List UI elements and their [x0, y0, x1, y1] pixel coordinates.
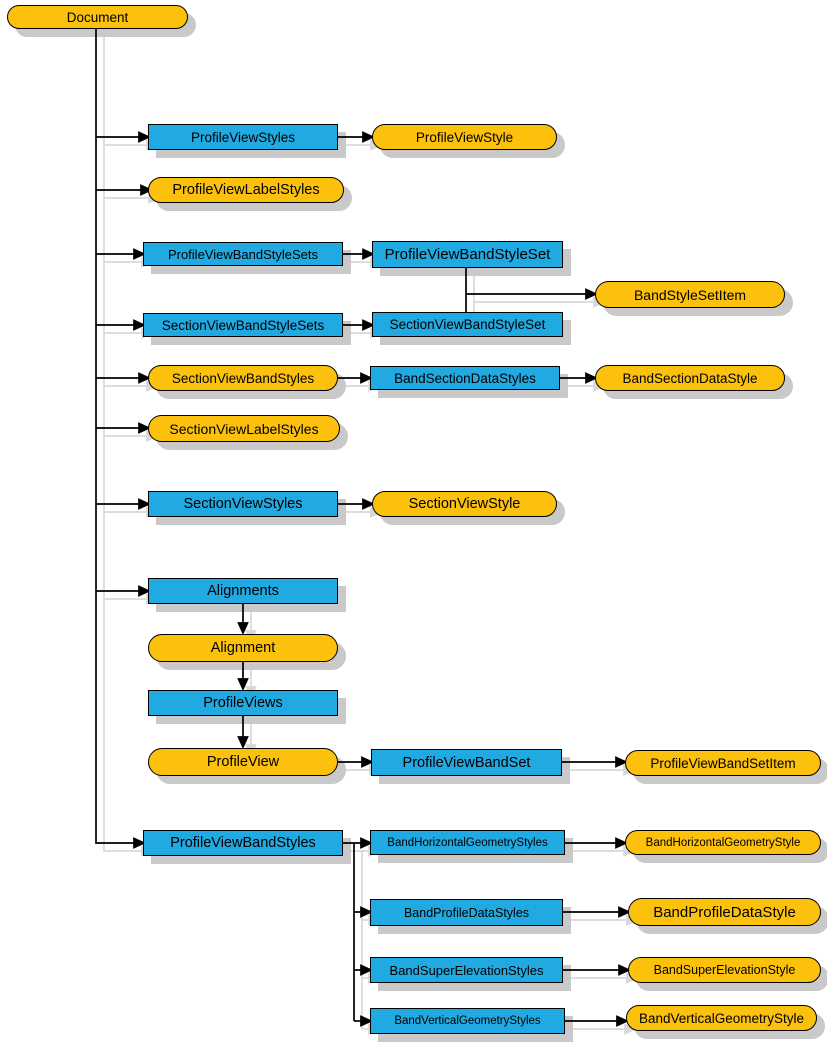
node-band-horizontal-geometry-styles: BandHorizontalGeometryStyles — [370, 830, 565, 855]
node-profile-view-styles: ProfileViewStyles — [148, 124, 338, 150]
node-band-style-set-item: BandStyleSetItem — [595, 281, 785, 308]
node-band-vertical-geometry-style: BandVerticalGeometryStyle — [626, 1005, 817, 1031]
node-document: Document — [7, 5, 188, 29]
node-band-horizontal-geometry-style: BandHorizontalGeometryStyle — [625, 830, 821, 855]
node-section-view-style: SectionViewStyle — [372, 491, 557, 517]
node-alignment: Alignment — [148, 634, 338, 662]
node-section-view-styles: SectionViewStyles — [148, 491, 338, 517]
node-profile-view-band-set-item: ProfileViewBandSetItem — [625, 750, 821, 776]
node-band-super-elevation-styles: BandSuperElevationStyles — [370, 957, 563, 983]
node-band-profile-data-style: BandProfileDataStyle — [628, 898, 821, 926]
node-profile-view-style: ProfileViewStyle — [372, 124, 557, 150]
node-band-super-elevation-style: BandSuperElevationStyle — [628, 957, 821, 983]
node-section-view-band-style-sets: SectionViewBandStyleSets — [143, 313, 343, 337]
node-band-section-data-style: BandSectionDataStyle — [595, 365, 785, 391]
node-profile-view-band-style-sets: ProfileViewBandStyleSets — [143, 242, 343, 266]
node-profile-view-band-style-set: ProfileViewBandStyleSet — [372, 241, 563, 268]
node-section-view-label-styles: SectionViewLabelStyles — [148, 415, 340, 442]
node-alignments: Alignments — [148, 578, 338, 604]
node-band-profile-data-styles: BandProfileDataStyles — [370, 899, 563, 926]
node-profile-view-label-styles: ProfileViewLabelStyles — [148, 177, 344, 203]
node-band-section-data-styles: BandSectionDataStyles — [370, 366, 560, 390]
node-section-view-band-style-set: SectionViewBandStyleSet — [372, 312, 563, 337]
node-profile-view: ProfileView — [148, 748, 338, 776]
node-profile-view-band-styles: ProfileViewBandStyles — [143, 830, 343, 856]
node-section-view-band-styles: SectionViewBandStyles — [148, 365, 338, 391]
node-profile-views: ProfileViews — [148, 690, 338, 716]
node-band-vertical-geometry-styles: BandVerticalGeometryStyles — [370, 1008, 565, 1034]
node-profile-view-band-set: ProfileViewBandSet — [371, 749, 562, 776]
